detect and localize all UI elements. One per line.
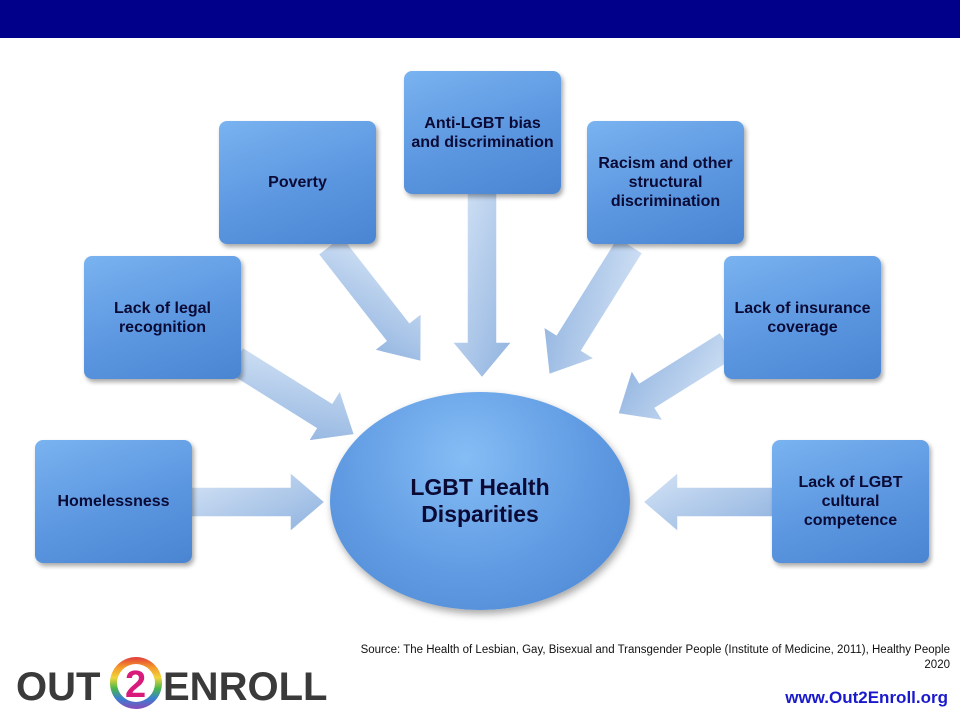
node-legal-recognition-label: Lack of legal recognition — [114, 299, 211, 336]
arrow-anti-lgbt — [450, 192, 514, 380]
node-insurance: Lack of insurance coverage — [724, 256, 881, 379]
node-anti-lgbt-label: Anti-LGBT bias and discrimination — [411, 114, 554, 151]
node-racism-label: Racism and other structural discriminati… — [598, 155, 733, 210]
arrow-competence — [641, 470, 774, 534]
node-cultural-competence-label: Lack of LGBT cultural competence — [798, 474, 903, 529]
node-anti-lgbt: Anti-LGBT bias and discrimination — [404, 71, 561, 194]
source-citation: Source: The Health of Lesbian, Gay, Bise… — [360, 644, 950, 671]
node-racism: Racism and other structural discriminati… — [587, 121, 744, 244]
center-ellipse: LGBT Health Disparities — [330, 392, 630, 610]
node-insurance-label: Lack of insurance coverage — [734, 299, 871, 336]
node-cultural-competence: Lack of LGBT cultural competence — [772, 440, 929, 563]
svg-text:OUT: OUT — [16, 665, 100, 709]
arrow-homelessness — [189, 470, 327, 534]
node-legal-recognition: Lack of legal recognition — [84, 256, 241, 379]
arrow-racism — [542, 236, 644, 376]
center-label: LGBT Health Disparities — [410, 474, 550, 527]
node-poverty: Poverty — [219, 121, 376, 244]
svg-text:ENROLL: ENROLL — [163, 665, 327, 709]
website-url[interactable]: www.Out2Enroll.org — [785, 688, 948, 707]
node-homelessness-label: Homelessness — [57, 493, 170, 510]
out2enroll-logo: OUT 2 ENROLL — [16, 657, 327, 709]
arrow-poverty — [317, 234, 423, 363]
arrow-legal — [226, 346, 356, 443]
svg-text:2: 2 — [125, 664, 146, 706]
arrow-insurance — [616, 331, 737, 422]
top-banner — [0, 0, 960, 38]
node-poverty-label: Poverty — [268, 174, 327, 191]
node-homelessness: Homelessness — [35, 440, 192, 563]
